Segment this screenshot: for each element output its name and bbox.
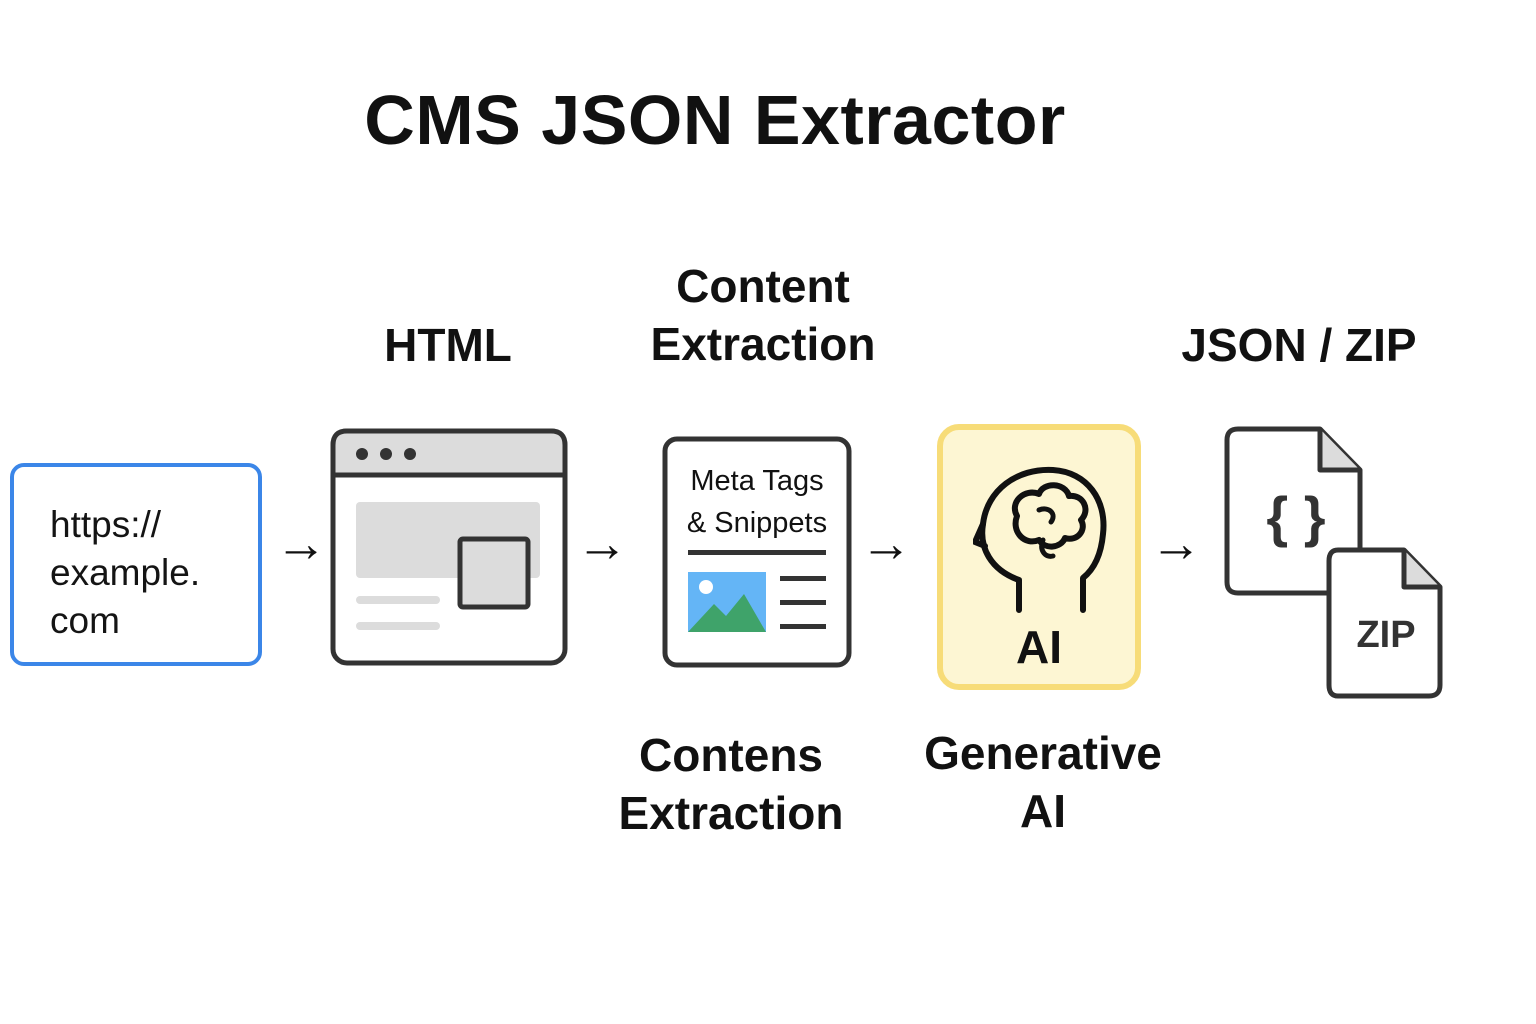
ai-box: AI <box>937 424 1141 690</box>
content-extraction-bottom-line-2: Extraction <box>618 787 844 839</box>
brain-head-icon <box>973 466 1107 613</box>
html-label: HTML <box>384 319 512 371</box>
browser-window-icon <box>330 428 568 666</box>
url-line-3: com <box>50 600 120 641</box>
url-line-1: https:// <box>50 504 162 545</box>
meta-tags-line-2: & Snippets <box>687 507 827 539</box>
arrow-2-icon: → <box>576 515 628 573</box>
generative-ai-label: Generative AI <box>910 724 1176 840</box>
generative-ai-line-1: Generative <box>924 727 1162 779</box>
arrow-3-icon: → <box>860 515 912 573</box>
json-glyph: { } <box>1266 485 1325 548</box>
meta-tags-line-1: Meta Tags <box>690 465 823 497</box>
content-extraction-bottom-label: Contens Extraction <box>600 726 862 842</box>
ai-label: AI <box>1016 621 1062 673</box>
url-box: https:// example. com <box>10 463 262 666</box>
arrow-4-icon: → <box>1150 515 1202 573</box>
json-zip-label: JSON / ZIP <box>1181 319 1417 371</box>
content-card-icon: Meta Tags & Snippets <box>662 436 852 668</box>
arrow-1-icon: → <box>275 515 327 573</box>
url-line-2: example. <box>50 552 201 593</box>
content-extraction-top-line-2: Extraction <box>650 318 876 370</box>
diagram-title: CMS JSON Extractor <box>364 81 1066 159</box>
generative-ai-line-2: AI <box>1020 785 1066 837</box>
content-extraction-top-label: Content Extraction <box>630 257 896 373</box>
content-extraction-bottom-line-1: Contens <box>639 729 823 781</box>
zip-file-icon: ZIP <box>1326 547 1443 699</box>
content-extraction-top-line-1: Content <box>676 260 850 312</box>
zip-label: ZIP <box>1356 614 1415 656</box>
url-text: https:// example. com <box>50 501 200 645</box>
